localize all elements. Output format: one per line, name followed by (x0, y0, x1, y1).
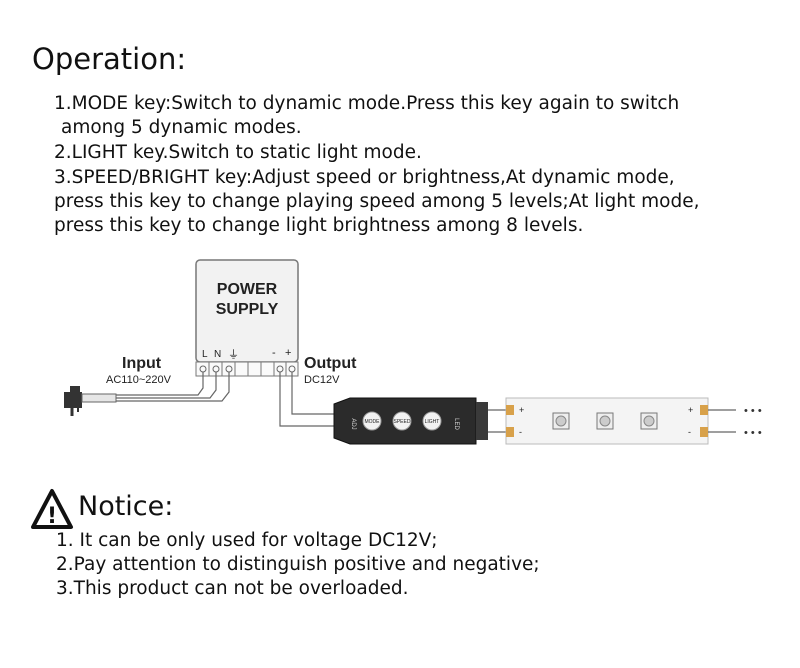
warning-icon: ! (31, 489, 73, 529)
power-supply: POWER SUPPLY L N ⏚ - + (195, 259, 299, 363)
wiring-diagram: POWER SUPPLY L N ⏚ - + Input AC110~220V … (64, 259, 762, 445)
controller-label-adj: ADJ (350, 418, 356, 429)
strip-pad-right-plus: + (688, 405, 693, 415)
terminal-label-minus: - (272, 347, 276, 359)
power-supply-label-2: SUPPLY (216, 301, 279, 318)
continuation-dots-bottom: • • • (744, 427, 762, 439)
operation-title: Operation: (32, 42, 187, 76)
led-chip (596, 412, 614, 430)
strip-continuation: • • • • • • (708, 405, 762, 439)
continuation-dots-top: • • • (744, 405, 762, 417)
led-strip: + - + - (505, 397, 709, 445)
controller-strip-wires (488, 409, 506, 433)
output-wires (279, 372, 334, 427)
controller: ADJ MODE SPEED LIGHT LED (333, 397, 488, 445)
ac-plug (64, 386, 117, 416)
terminal-block (195, 361, 299, 377)
mode-button-label: MODE (365, 419, 381, 425)
operation-line-4: 3.SPEED/BRIGHT key:Adjust speed or brigh… (54, 167, 675, 188)
strip-pad-right-minus: - (688, 427, 691, 437)
operation-line-6: press this key to change light brightnes… (54, 215, 584, 236)
operation-line-1: 1.MODE key:Switch to dynamic mode.Press … (54, 93, 680, 114)
operation-line-5: press this key to change playing speed a… (54, 191, 700, 212)
output-label: Output (304, 355, 357, 372)
strip-pad-left-plus: + (519, 405, 524, 415)
power-supply-label-1: POWER (217, 281, 278, 298)
input-spec: AC110~220V (106, 374, 172, 386)
strip-pad-left-minus: - (519, 427, 522, 437)
speed-button-label: SPEED (394, 419, 411, 425)
output-spec: DC12V (304, 374, 340, 386)
terminal-label-l: L (202, 349, 208, 360)
terminal-label-plus: + (285, 347, 291, 359)
terminal-label-n: N (214, 349, 221, 360)
notice-line-2: 2.Pay attention to distinguish positive … (56, 554, 540, 575)
led-chip (552, 412, 570, 430)
input-label: Input (122, 355, 162, 372)
operation-line-3: 2.LIGHT key.Switch to static light mode. (54, 142, 422, 163)
notice-line-3: 3.This product can not be overloaded. (56, 578, 409, 599)
warning-mark: ! (47, 504, 57, 529)
terminal-label-ground: ⏚ (228, 348, 239, 361)
operation-line-2: among 5 dynamic modes. (61, 117, 302, 138)
controller-label-led: LED (453, 418, 459, 430)
notice-title: Notice: (78, 491, 174, 522)
notice-line-1: 1. It can be only used for voltage DC12V… (56, 530, 438, 551)
input-wires (116, 372, 230, 402)
led-chip (640, 412, 658, 430)
light-button-label: LIGHT (425, 419, 440, 425)
